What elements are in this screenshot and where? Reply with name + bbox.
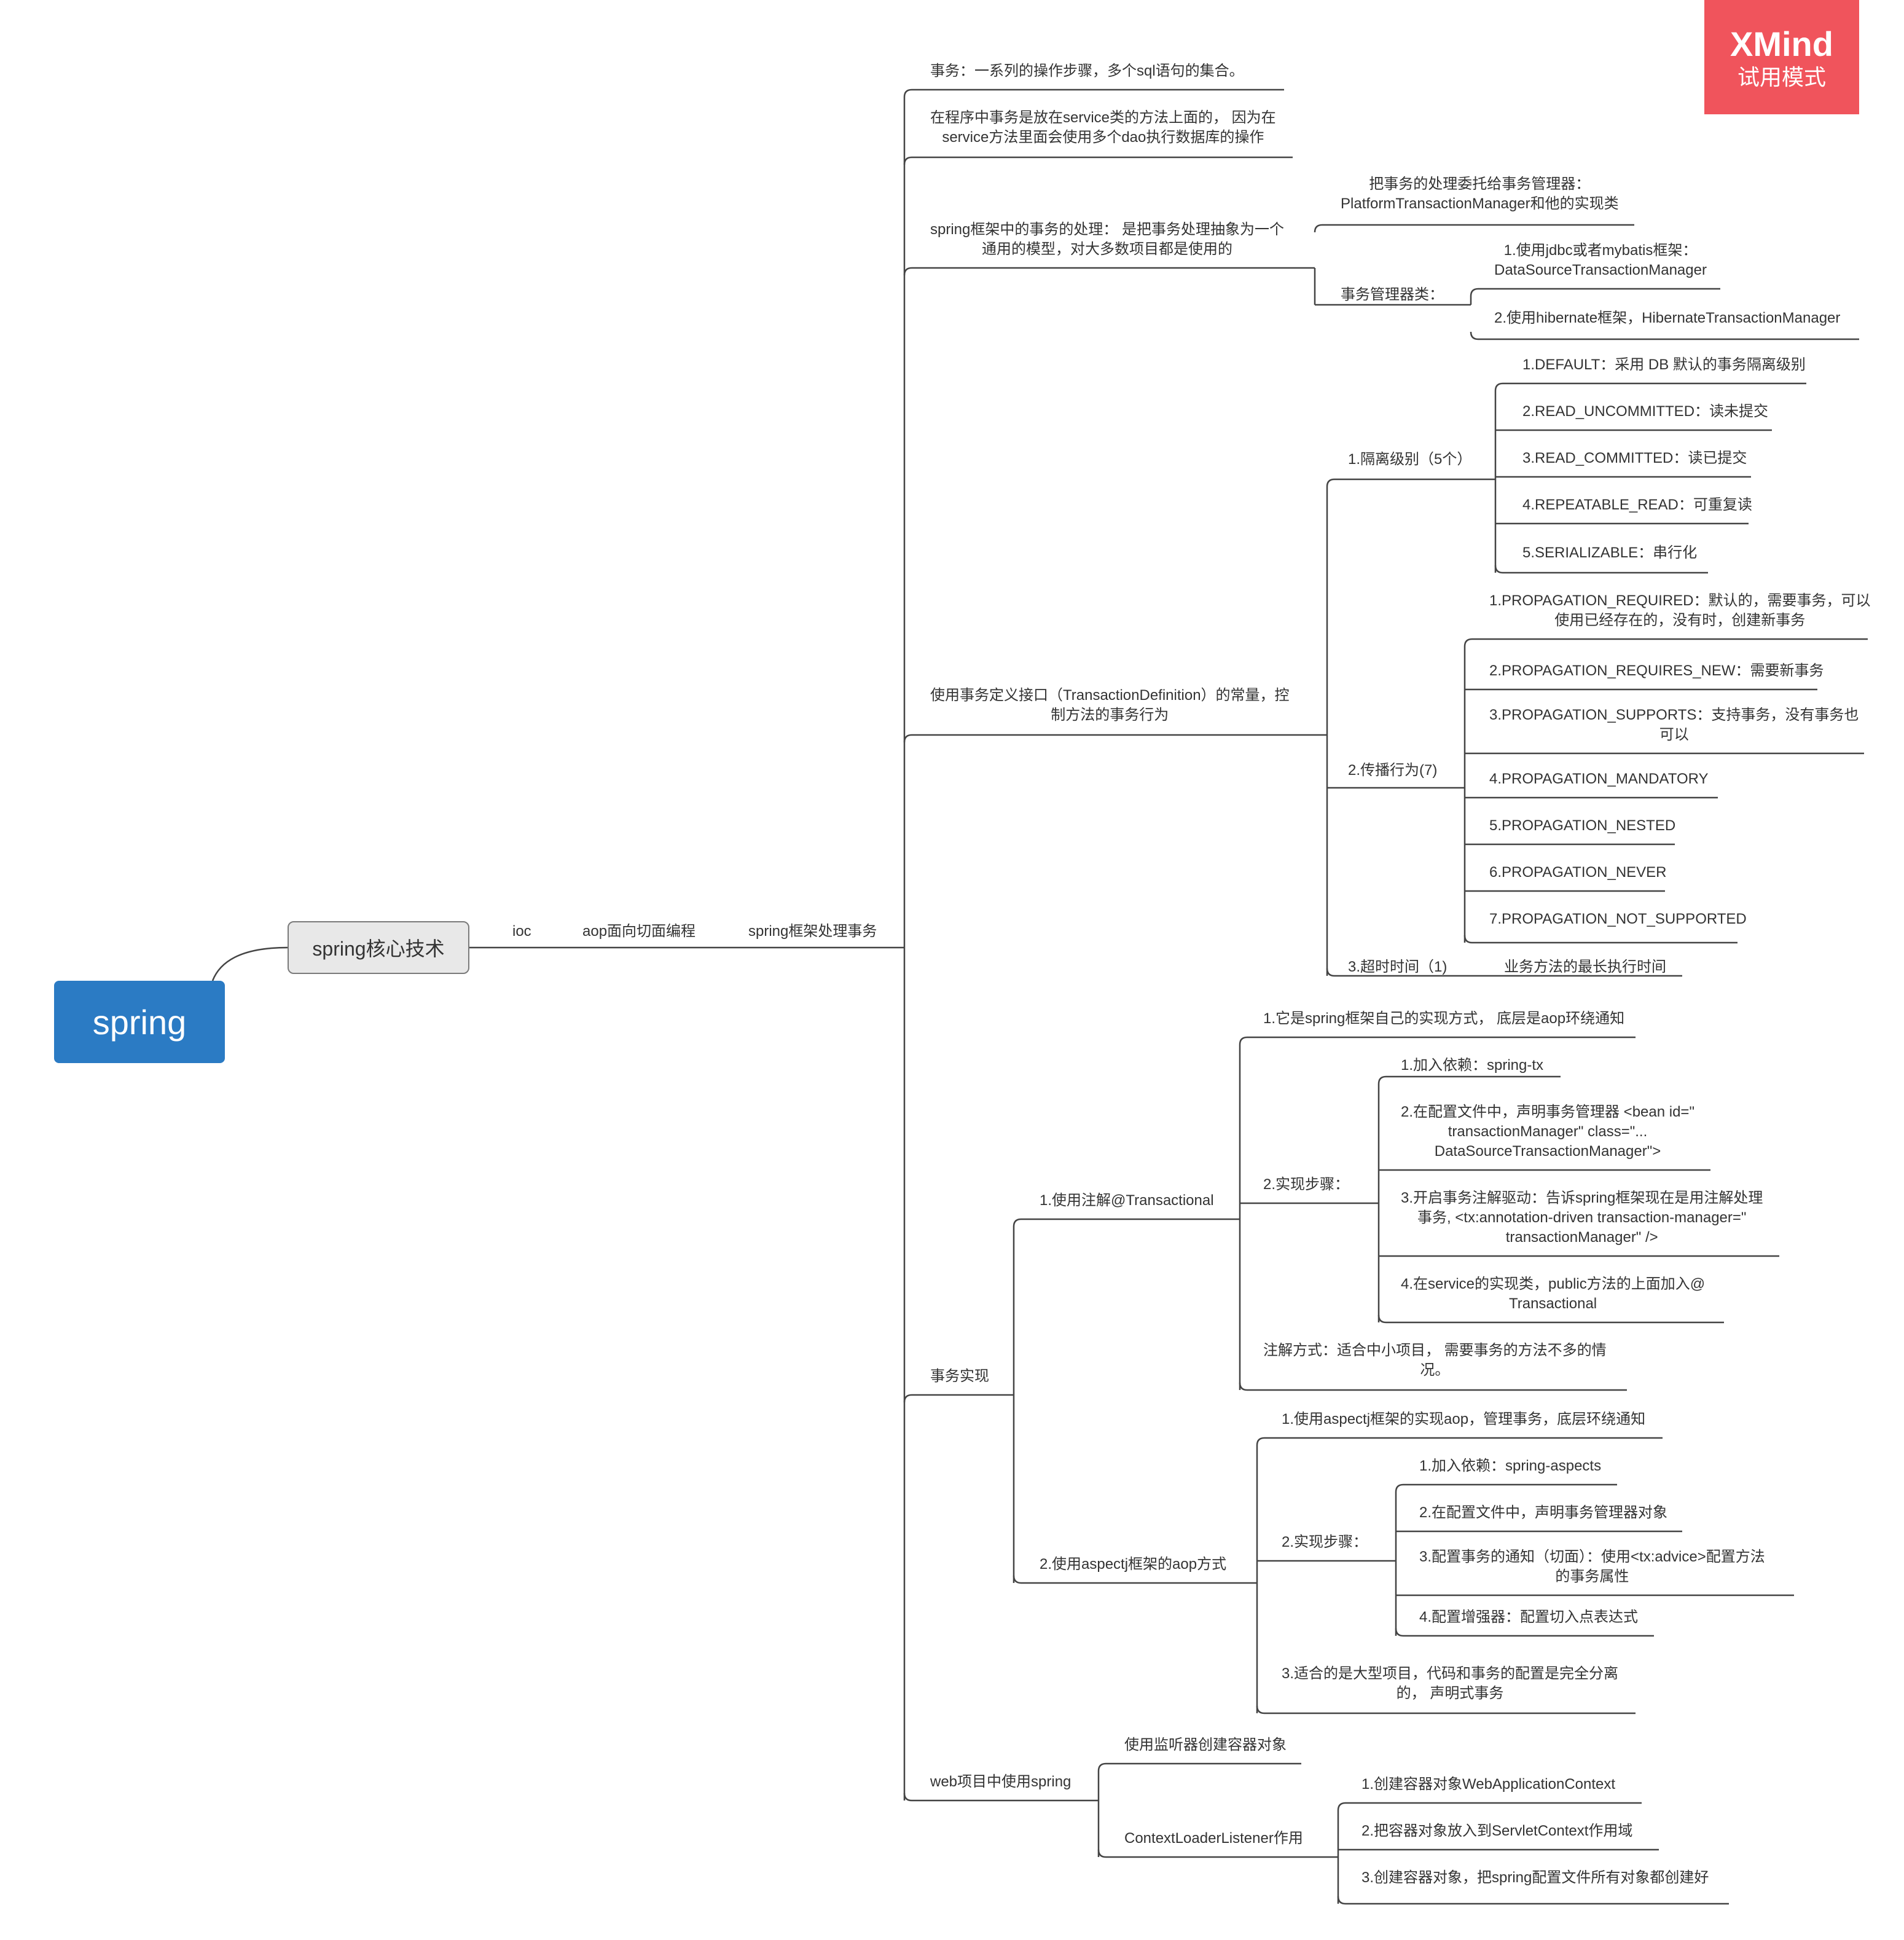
root-topic[interactable]: spring [54,981,225,1063]
topic-line: 使用已经存在的，没有时，创建新事务 [1554,612,1806,629]
topic-propagation-item[interactable]: 4.PROPAGATION_MANDATORY [1489,771,1709,787]
topic-aspectj-step[interactable]: 2.在配置文件中，声明事务管理器对象 [1419,1504,1668,1521]
topic-aop[interactable]: aop面向切面编程 [582,923,696,940]
topic-line: 1.使用jdbc或者mybatis框架： [1503,242,1698,259]
topic-annotation-step[interactable]: 3.开启事务注解驱动：告诉spring框架现在是用注解处理 事务, <tx:an… [1401,1188,1763,1247]
topic-propagation-item[interactable]: 6.PROPAGATION_NEVER [1489,864,1667,881]
topic-isolation-item[interactable]: 3.READ_COMMITTED：读已提交 [1522,450,1747,466]
topic-tx-service[interactable]: 在程序中事务是放在service类的方法上面的， 因为在 service方法里面… [930,108,1276,147]
topic-annotation-step[interactable]: 4.在service的实现类，public方法的上面加入@ Transactio… [1401,1274,1705,1314]
topic-line: DataSourceTransactionManager [1494,262,1707,278]
topic-aspectj-step[interactable]: 1.加入依赖：spring-aspects [1419,1458,1602,1474]
topic-line: 3.配置事务的通知（切面）：使用<tx:advice>配置方法 [1419,1549,1765,1565]
topic-line: 况。 [1420,1362,1450,1378]
topic-isolation-item[interactable]: 1.DEFAULT：采用 DB 默认的事务隔离级别 [1522,356,1806,373]
topic-annotation-step[interactable]: 1.加入依赖：spring-tx [1401,1057,1544,1074]
topic-isolation[interactable]: 1.隔离级别（5个） [1348,451,1472,468]
topic-isolation-item[interactable]: 4.REPEATABLE_READ：可重复读 [1522,497,1752,513]
topic-line: spring框架中的事务的处理： 是把事务处理抽象为一个 [930,221,1285,238]
topic-timeout[interactable]: 3.超时时间（1) [1348,959,1448,975]
topic-tx-definition[interactable]: 事务：一系列的操作步骤，多个sql语句的集合。 [930,63,1244,79]
topic-transaction[interactable]: spring框架处理事务 [748,923,877,940]
badge-subtitle: 试用模式 [1737,65,1826,90]
topic-propagation-item[interactable]: 5.PROPAGATION_NESTED [1489,817,1676,834]
topic-aspectj-steps[interactable]: 2.实现步骤： [1282,1534,1368,1550]
topic-manager-hibernate[interactable]: 2.使用hibernate框架，HibernateTransactionMana… [1494,310,1841,326]
topic-tx-delegate[interactable]: 把事务的处理委托给事务管理器： PlatformTransactionManag… [1341,175,1619,214]
topic-ioc[interactable]: ioc [512,923,531,940]
topic-propagation-item[interactable]: 1.PROPAGATION_REQUIRED：默认的，需要事务，可以 使用已经存… [1489,591,1871,630]
topic-propagation-item[interactable]: 3.PROPAGATION_SUPPORTS：支持事务，没有事务也 可以 [1489,705,1859,745]
topic-line: 3.适合的是大型项目，代码和事务的配置是完全分离 [1282,1665,1619,1682]
topic-line: 注解方式：适合中小项目， 需要事务的方法不多的情 [1263,1342,1607,1359]
topic-line: Transactional [1508,1295,1597,1312]
central-topic[interactable]: spring核心技术 [288,921,469,974]
topic-manager-jdbc[interactable]: 1.使用jdbc或者mybatis框架： DataSourceTransacti… [1494,241,1707,280]
topic-propagation[interactable]: 2.传播行为(7) [1348,762,1438,779]
topic-web-item[interactable]: 3.创建容器对象，把spring配置文件所有对象都创建好 [1361,1869,1709,1886]
topic-line: transactionManager" /> [1505,1229,1658,1246]
topic-line: PlatformTransactionManager和他的实现类 [1341,195,1619,212]
topic-annotation-suit[interactable]: 注解方式：适合中小项目， 需要事务的方法不多的情 况。 [1263,1341,1607,1380]
topic-aspectj-step[interactable]: 4.配置增强器：配置切入点表达式 [1419,1609,1639,1625]
topic-line: 事务, <tx:annotation-driven transaction-ma… [1417,1209,1747,1226]
badge-title: XMind [1730,25,1833,63]
topic-isolation-item[interactable]: 5.SERIALIZABLE：串行化 [1522,544,1698,561]
topic-tx-impl[interactable]: 事务实现 [930,1368,989,1384]
topic-web[interactable]: web项目中使用spring [930,1773,1071,1790]
topic-aspectj-step[interactable]: 3.配置事务的通知（切面）：使用<tx:advice>配置方法 的事务属性 [1419,1547,1765,1587]
topic-line: DataSourceTransactionManager"> [1434,1143,1661,1160]
topic-line: 使用事务定义接口（TransactionDefinition）的常量，控 [930,687,1290,704]
topic-tx-framework[interactable]: spring框架中的事务的处理： 是把事务处理抽象为一个 通用的模型，对大多数项… [930,220,1284,259]
topic-manager-class[interactable]: 事务管理器类： [1341,286,1444,303]
topic-line: 可以 [1659,726,1689,743]
topic-web-listener[interactable]: 使用监听器创建容器对象 [1124,1737,1287,1753]
topic-line: 的， 声明式事务 [1396,1685,1504,1702]
topic-line: 在程序中事务是放在service类的方法上面的， 因为在 [930,109,1276,126]
xmind-trial-badge: XMind 试用模式 [1704,0,1859,114]
topic-aspectj[interactable]: 2.使用aspectj框架的aop方式 [1040,1556,1227,1573]
topic-annotation-own[interactable]: 1.它是spring框架自己的实现方式， 底层是aop环绕通知 [1263,1010,1625,1027]
topic-line: 4.在service的实现类，public方法的上面加入@ [1401,1276,1706,1292]
topic-line: 制方法的事务行为 [1051,707,1169,723]
topic-aspectj-use[interactable]: 1.使用aspectj框架的实现aop，管理事务，底层环绕通知 [1282,1411,1646,1428]
topic-aspectj-suit[interactable]: 3.适合的是大型项目，代码和事务的配置是完全分离 的， 声明式事务 [1282,1664,1618,1703]
topic-annotation-step[interactable]: 2.在配置文件中，声明事务管理器 <bean id=" transactionM… [1401,1102,1694,1161]
topic-line: 3.开启事务注解驱动：告诉spring框架现在是用注解处理 [1401,1190,1763,1206]
topic-line: service方法里面会使用多个dao执行数据库的操作 [942,129,1264,146]
topic-annotation[interactable]: 1.使用注解@Transactional [1040,1192,1214,1209]
topic-line: 2.在配置文件中，声明事务管理器 <bean id=" [1401,1104,1694,1120]
topic-line: 1.PROPAGATION_REQUIRED：默认的，需要事务，可以 [1489,592,1871,609]
topic-web-item[interactable]: 2.把容器对象放入到ServletContext作用域 [1361,1823,1633,1839]
topic-propagation-item[interactable]: 2.PROPAGATION_REQUIRES_NEW：需要新事务 [1489,662,1824,679]
topic-propagation-item[interactable]: 7.PROPAGATION_NOT_SUPPORTED [1489,911,1747,927]
topic-line: 通用的模型，对大多数项目都是使用的 [982,241,1233,257]
topic-isolation-item[interactable]: 2.READ_UNCOMMITTED：读未提交 [1522,403,1769,420]
topic-line: 把事务的处理委托给事务管理器： [1369,176,1591,192]
topic-line: transactionManager" class="... [1448,1123,1648,1140]
topic-timeout-desc[interactable]: 业务方法的最长执行时间 [1504,959,1666,975]
topic-tx-definition-interface[interactable]: 使用事务定义接口（TransactionDefinition）的常量，控 制方法… [930,686,1290,725]
topic-line: 的事务属性 [1555,1568,1629,1585]
topic-line: 3.PROPAGATION_SUPPORTS：支持事务，没有事务也 [1489,707,1859,723]
topic-web-cll[interactable]: ContextLoaderListener作用 [1124,1830,1303,1847]
topic-web-item[interactable]: 1.创建容器对象WebApplicationContext [1361,1776,1616,1793]
topic-annotation-steps[interactable]: 2.实现步骤： [1263,1176,1350,1193]
